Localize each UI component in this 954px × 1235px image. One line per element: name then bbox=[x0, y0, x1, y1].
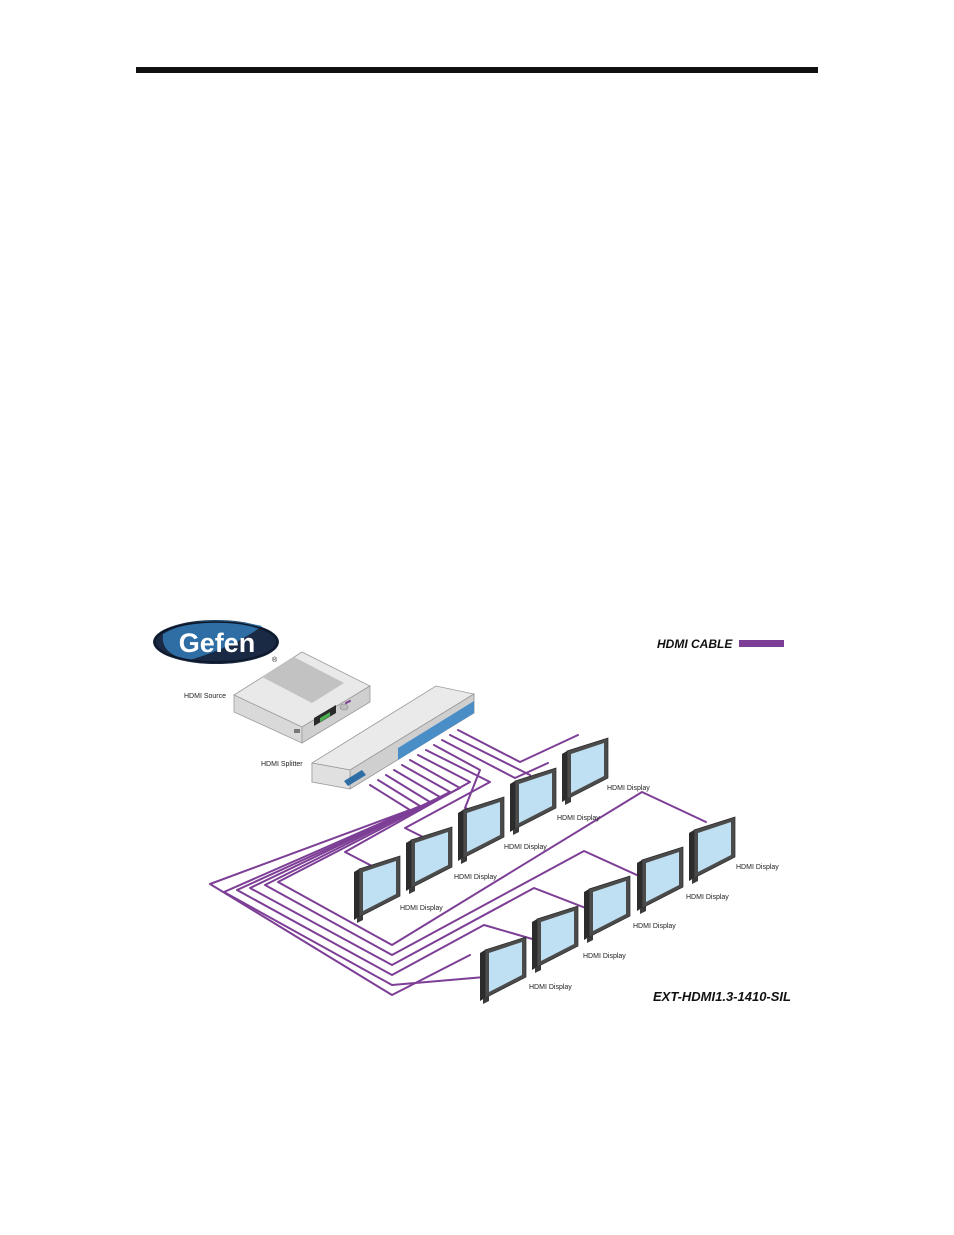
display-label-3: HDMI Display bbox=[504, 844, 547, 851]
legend-label: HDMI CABLE bbox=[657, 637, 733, 651]
display-labels: HDMI Display HDMI Display HDMI Display H… bbox=[400, 785, 779, 991]
hdmi-display-2 bbox=[510, 767, 557, 835]
cable-display-4 bbox=[433, 744, 481, 813]
display-label-4: HDMI Display bbox=[454, 874, 497, 881]
legend-cable-swatch bbox=[739, 640, 784, 647]
splitter-label: HDMI Splitter bbox=[261, 761, 303, 768]
display-label-9: HDMI Display bbox=[583, 953, 626, 960]
cable-display-3 bbox=[441, 739, 549, 779]
legend: HDMI CABLE bbox=[657, 637, 784, 651]
gefen-logo: Gefen ® bbox=[153, 620, 279, 664]
hdmi-display-8 bbox=[584, 875, 631, 943]
cable-display-6 bbox=[344, 754, 471, 867]
hdmi-splitter-device: HDMI Splitter bbox=[261, 685, 476, 790]
cable-display-9 bbox=[249, 769, 597, 966]
cable-display-5 bbox=[404, 749, 491, 839]
source-to-splitter-cable bbox=[345, 700, 351, 704]
cable-display-10 bbox=[236, 774, 547, 976]
cable-display-7 bbox=[277, 759, 707, 946]
hdmi-display-3 bbox=[458, 796, 505, 864]
display-label-2: HDMI Display bbox=[557, 815, 600, 822]
cable-display-2 bbox=[449, 734, 531, 776]
display-label-8: HDMI Display bbox=[633, 923, 676, 930]
hdmi-display-7 bbox=[637, 846, 684, 914]
logo-text: Gefen bbox=[179, 628, 256, 658]
hdmi-display-4 bbox=[406, 826, 453, 894]
display-label-1: HDMI Display bbox=[607, 785, 650, 792]
display-label-5: HDMI Display bbox=[400, 905, 443, 912]
display-label-7: HDMI Display bbox=[686, 894, 729, 901]
model-name: EXT-HDMI1.3-1410-SIL bbox=[653, 989, 791, 1004]
hdmi-cables bbox=[209, 700, 707, 996]
display-group bbox=[354, 737, 736, 1004]
cable-display-8 bbox=[264, 764, 651, 956]
display-label-6: HDMI Display bbox=[736, 864, 779, 871]
hdmi-display-9 bbox=[532, 905, 579, 973]
cable-display-1 bbox=[457, 729, 579, 763]
registered-mark: ® bbox=[272, 656, 278, 664]
display-label-10: HDMI Display bbox=[529, 984, 572, 991]
hdmi-display-6 bbox=[689, 816, 736, 884]
hdmi-display-5 bbox=[354, 855, 401, 923]
hdmi-display-1 bbox=[562, 737, 609, 805]
hdmi-source-device: HDMI Source bbox=[184, 651, 371, 744]
hdmi-display-10 bbox=[480, 936, 527, 1004]
cable-extra-2 bbox=[209, 784, 471, 996]
header-rule bbox=[136, 67, 818, 73]
source-label: HDMI Source bbox=[184, 693, 226, 700]
